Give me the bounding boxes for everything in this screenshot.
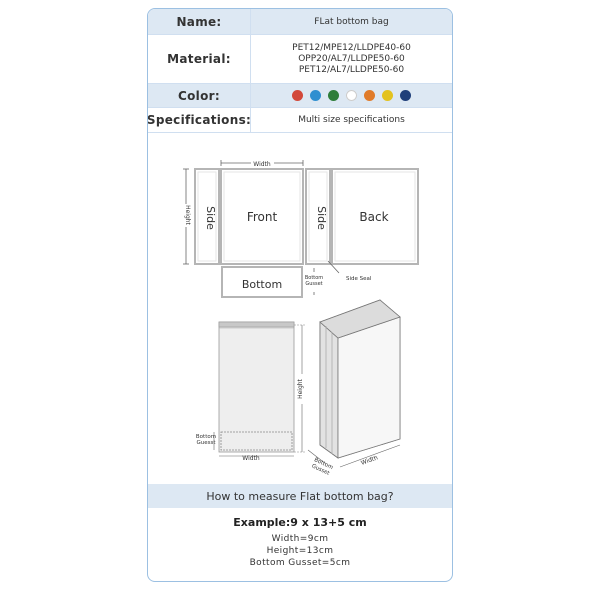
width-label: Width — [253, 161, 271, 168]
bottom-guesst-label: Guesst — [196, 440, 216, 446]
bottom-panel — [221, 266, 303, 298]
product-info-card: Name: FLat bottom bag Material: PET12/MP… — [147, 8, 453, 582]
example-height: Height=13cm — [266, 546, 334, 556]
name-value: FLat bottom bag — [314, 16, 389, 27]
height-label: Height — [184, 205, 191, 225]
color-swatch — [292, 90, 303, 101]
back-label: Back — [359, 210, 388, 224]
bag-diagram: Width Height Side Front Side Back Bottom… — [148, 142, 452, 482]
material-row: Material: PET12/MPE12/LLDPE40-60 OPP20/A… — [148, 35, 452, 84]
color-swatches — [292, 90, 411, 101]
width-lower-label: Width — [242, 455, 260, 462]
example-section: Example:9 x 13+5 cm Width=9cm Height=13c… — [148, 514, 452, 569]
3d-bag-view — [307, 299, 401, 468]
bottom-guesst-label: Bottom — [196, 434, 216, 440]
color-swatch — [400, 90, 411, 101]
color-swatch — [346, 90, 357, 101]
spec-label: Specifications: — [148, 108, 251, 132]
front-label: Front — [247, 210, 278, 224]
material-line: PET12/AL7/LLDPE50-60 — [298, 64, 405, 75]
bottom-label: Bottom — [242, 278, 282, 291]
side-panel-left — [194, 168, 220, 265]
color-swatch — [364, 90, 375, 101]
color-swatch — [382, 90, 393, 101]
material-values: PET12/MPE12/LLDPE40-60 OPP20/AL7/LLDPE50… — [251, 35, 452, 83]
bag-diagram-svg: Width Height Side Front Side Back Bottom… — [183, 160, 419, 477]
front-view-bag — [213, 321, 306, 457]
side-panel-right — [305, 168, 331, 265]
example-title: Example:9 x 13+5 cm — [233, 516, 367, 529]
side-label-right: Side — [315, 206, 328, 230]
material-line: OPP20/AL7/LLDPE50-60 — [298, 53, 405, 64]
spec-row: Specifications: Multi size specification… — [148, 108, 452, 133]
name-row: Name: FLat bottom bag — [148, 9, 452, 35]
width-3d-label: Width — [360, 454, 379, 467]
color-swatch — [310, 90, 321, 101]
example-bottom-gusset: Bottom Gusset=5cm — [249, 558, 351, 568]
material-line: PET12/MPE12/LLDPE40-60 — [292, 42, 411, 53]
side-seal-label: Side Seal — [346, 276, 372, 282]
bottom-gusset-label: Gusset — [305, 281, 322, 287]
name-label: Name: — [148, 9, 251, 34]
material-label: Material: — [148, 35, 251, 83]
example-width: Width=9cm — [271, 534, 329, 544]
height-lower-label: Height — [297, 378, 304, 398]
color-label: Color: — [148, 84, 251, 107]
color-swatch — [328, 90, 339, 101]
bottom-gusset-label: Bottom — [305, 275, 323, 281]
spec-value: Multi size specifications — [298, 115, 405, 125]
back-panel — [331, 168, 419, 265]
how-to-measure-heading: How to measure Flat bottom bag? — [148, 484, 452, 508]
front-panel — [220, 168, 304, 265]
side-label-left: Side — [204, 206, 217, 230]
color-row: Color: — [148, 84, 452, 108]
